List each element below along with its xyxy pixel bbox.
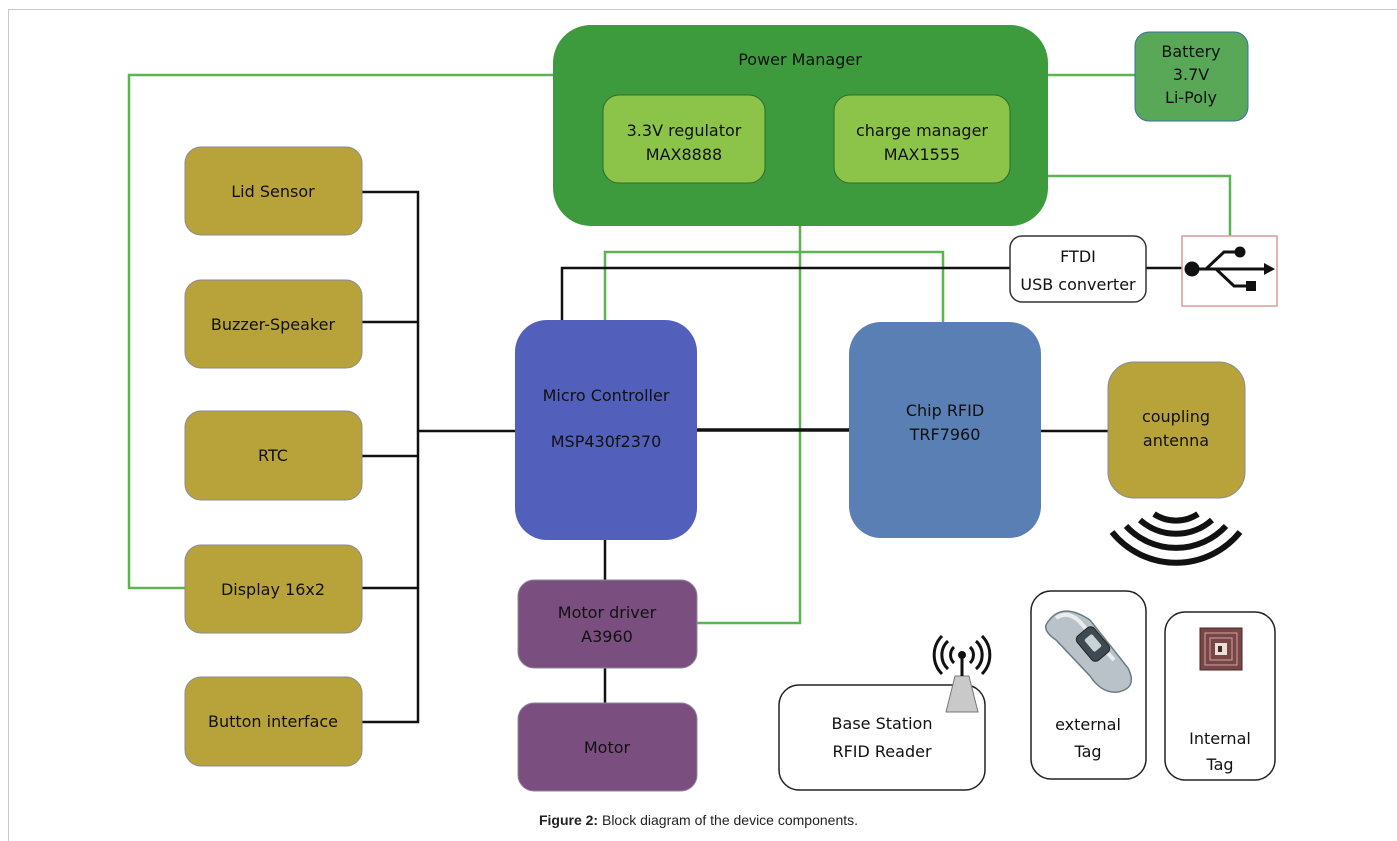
antenna-tower-icon: [932, 634, 992, 713]
regulator-line2: MAX8888: [646, 145, 722, 164]
rtc-block: RTC: [184, 410, 363, 501]
battery-line1: Battery: [1161, 42, 1220, 61]
display-block: Display 16x2: [184, 544, 363, 634]
external-tag-line1: external: [1055, 715, 1121, 734]
caption-text: Block diagram of the device components.: [601, 812, 859, 828]
external-tag-line2: Tag: [1073, 742, 1101, 761]
base-station-line2: RFID Reader: [832, 742, 931, 761]
coupling-antenna-line2: antenna: [1143, 431, 1209, 450]
lid-sensor-label: Lid Sensor: [231, 182, 315, 201]
usb-block: [1181, 235, 1278, 307]
chip-rfid-block: Chip RFID TRF7960: [849, 322, 1041, 538]
wire-mcu-to-ftdi: [560, 266, 1010, 320]
coupling-antenna-block: coupling antenna: [1107, 361, 1246, 499]
display-label: Display 16x2: [221, 580, 325, 599]
charge-manager-line2: MAX1555: [884, 145, 960, 164]
usb-icon: [1184, 246, 1275, 291]
motor-block: Motor: [517, 702, 698, 792]
regulator-block: 3.3V regulator MAX8888: [602, 94, 766, 184]
rtc-label: RTC: [258, 446, 288, 465]
wire-power-to-mcu-rfid: [603, 250, 945, 322]
internal-tag-block: Internal Tag: [1164, 611, 1276, 781]
motor-driver-line1: Motor driver: [558, 603, 657, 622]
black-signal-wires: [362, 190, 1192, 724]
chip-rfid-line2: TRF7960: [909, 425, 981, 444]
block-diagram: Power Manager 3.3V regulator MAX8888 cha…: [127, 25, 1278, 792]
green-power-wires: [127, 73, 1232, 625]
battery-line2: 3.7V: [1173, 65, 1209, 84]
motor-label: Motor: [584, 738, 631, 757]
wire-power-to-display: [127, 73, 553, 590]
ftdi-block: FTDI USB converter: [1009, 235, 1147, 303]
charge-manager-block: charge manager MAX1555: [833, 94, 1011, 184]
lid-sensor-block: Lid Sensor: [184, 146, 363, 236]
base-station-line1: Base Station: [832, 714, 933, 733]
regulator-line1: 3.3V regulator: [627, 121, 742, 140]
radio-waves-icon: [1109, 511, 1243, 566]
battery-line3: Li-Poly: [1165, 88, 1217, 107]
rfid-chip-tag-icon: [1199, 627, 1243, 671]
button-interface-block: Button interface: [184, 676, 363, 767]
micro-controller-line2: MSP430f2370: [551, 432, 662, 451]
wristband-tag-icon: [1044, 610, 1133, 693]
coupling-antenna-line1: coupling: [1142, 407, 1210, 426]
base-station-block: Base Station RFID Reader: [778, 684, 986, 791]
button-interface-label: Button interface: [208, 712, 338, 731]
chip-rfid-line1: Chip RFID: [906, 401, 984, 420]
buzzer-speaker-label: Buzzer-Speaker: [211, 315, 336, 334]
figure-caption: Figure 2: Block diagram of the device co…: [0, 812, 1397, 828]
wire-power-to-usb: [1048, 174, 1232, 236]
buzzer-speaker-block: Buzzer-Speaker: [184, 279, 363, 369]
charge-manager-line1: charge manager: [856, 121, 988, 140]
motor-driver-block: Motor driver A3960: [517, 579, 698, 669]
ftdi-line1: FTDI: [1060, 247, 1096, 266]
micro-controller-line1: Micro Controller: [543, 386, 670, 405]
caption-prefix: Figure 2:: [538, 812, 599, 828]
motor-driver-line2: A3960: [581, 627, 633, 646]
internal-tag-line1: Internal: [1189, 729, 1251, 748]
external-tag-block: external Tag: [1030, 590, 1147, 780]
ftdi-line2: USB converter: [1020, 275, 1136, 294]
wire-power-to-motor-driver: [697, 226, 802, 625]
figure-frame: [8, 9, 1397, 841]
internal-tag-line2: Tag: [1205, 755, 1233, 774]
power-manager-title: Power Manager: [738, 50, 862, 69]
micro-controller-block: Micro Controller MSP430f2370: [515, 320, 697, 540]
battery-block: Battery 3.7V Li-Poly: [1134, 31, 1249, 122]
